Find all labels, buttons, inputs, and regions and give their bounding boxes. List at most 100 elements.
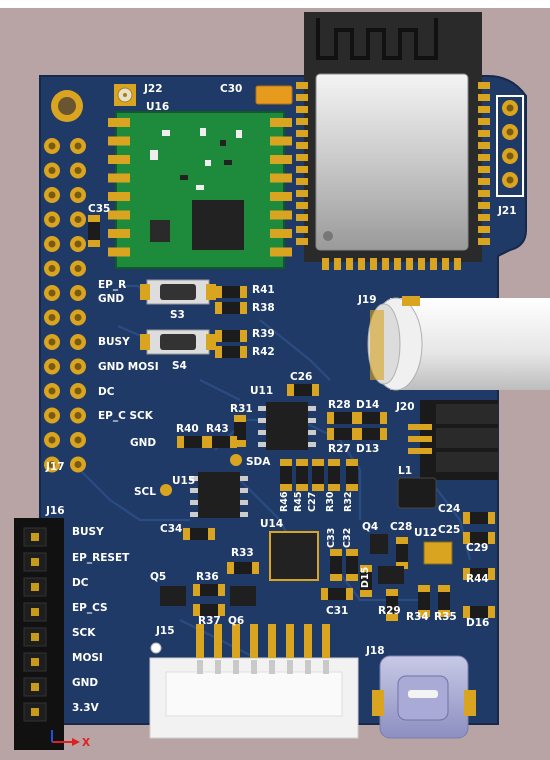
label-d15: D15 bbox=[360, 567, 371, 588]
header-pin-hole bbox=[48, 265, 56, 272]
diode-d15 bbox=[378, 566, 404, 584]
header-pin-hole bbox=[48, 216, 56, 223]
smd-component bbox=[330, 552, 342, 578]
smd-terminal bbox=[183, 528, 190, 540]
smd-component bbox=[330, 412, 356, 424]
smd-component bbox=[312, 462, 324, 488]
smd-terminal bbox=[240, 286, 247, 298]
label-r40: R40 bbox=[176, 423, 199, 435]
header-pin-hole bbox=[74, 216, 82, 223]
module-pad bbox=[270, 173, 292, 183]
header-pin-hole bbox=[48, 461, 56, 468]
fpc-contact bbox=[269, 660, 275, 674]
smd-terminal bbox=[418, 585, 430, 592]
label-c26: C26 bbox=[290, 371, 312, 383]
smd-terminal bbox=[346, 484, 358, 491]
header-pin-hole bbox=[74, 167, 82, 174]
rf-chip bbox=[192, 200, 244, 250]
module-pad bbox=[322, 258, 329, 270]
button-s4 bbox=[140, 329, 216, 355]
header-pin-hole bbox=[506, 104, 514, 112]
smd-terminal bbox=[438, 585, 450, 592]
silkscreen-labels: J22 U16 C30 C35 J21 J17 J16 J19 J20 J15 … bbox=[45, 83, 517, 714]
smd-terminal bbox=[463, 532, 470, 544]
label-r29: R29 bbox=[378, 605, 401, 617]
label-r36: R36 bbox=[196, 571, 219, 583]
module-pad bbox=[296, 142, 308, 149]
label-r42: R42 bbox=[252, 346, 275, 358]
label-q4: Q4 bbox=[362, 521, 378, 533]
header-pin-hole bbox=[74, 191, 82, 199]
smd-terminal bbox=[321, 588, 328, 600]
label-c30: C30 bbox=[220, 83, 242, 95]
smd-terminal bbox=[234, 415, 246, 422]
fpc-pin bbox=[268, 624, 276, 658]
module-pad bbox=[108, 173, 130, 183]
background-top-strip bbox=[0, 0, 550, 8]
smd-component bbox=[290, 384, 316, 396]
module-pad bbox=[108, 136, 130, 146]
header-pin-hole bbox=[74, 314, 82, 321]
smd-terminal bbox=[330, 574, 342, 581]
module-pad bbox=[296, 226, 308, 233]
header-pin-hole bbox=[74, 436, 82, 444]
label-j16: J16 bbox=[45, 505, 65, 517]
smd-terminal bbox=[360, 590, 372, 597]
module-pad bbox=[270, 136, 292, 146]
net-gnd-mosi: GND MOSI bbox=[98, 361, 159, 373]
mounting-hole-drill bbox=[58, 97, 76, 115]
smd-component bbox=[218, 330, 244, 342]
label-r35: R35 bbox=[434, 611, 457, 623]
module-pad bbox=[478, 82, 490, 89]
module-pad bbox=[296, 178, 308, 185]
module-pad bbox=[296, 238, 308, 245]
smd-terminal bbox=[463, 512, 470, 524]
smd-terminal bbox=[230, 436, 237, 448]
smd-component bbox=[280, 462, 292, 488]
fpc-contact bbox=[323, 660, 329, 674]
j16-pin-label: MOSI bbox=[72, 652, 103, 664]
module-pad bbox=[296, 82, 308, 89]
module-pad bbox=[270, 229, 292, 238]
j16-pin-label: EP_CS bbox=[72, 602, 108, 614]
label-c33: C33 bbox=[326, 528, 337, 548]
label-q6: Q6 bbox=[228, 615, 244, 627]
module-pad bbox=[454, 258, 461, 270]
module-pad bbox=[270, 155, 292, 164]
label-q5: Q5 bbox=[150, 571, 166, 583]
smd-terminal bbox=[330, 549, 342, 556]
connector-pin bbox=[31, 658, 39, 666]
rf-module-u16 bbox=[108, 111, 292, 269]
header-pin-hole bbox=[74, 412, 82, 419]
transistor-q5 bbox=[160, 586, 186, 606]
module-pad bbox=[296, 154, 308, 161]
smd-terminal bbox=[234, 440, 246, 447]
header-pin-hole bbox=[74, 387, 82, 395]
smd-terminal bbox=[346, 574, 358, 581]
module-pad bbox=[334, 258, 341, 270]
smd-terminal bbox=[240, 330, 247, 342]
label-j20: J20 bbox=[395, 401, 415, 413]
smd-terminal bbox=[346, 549, 358, 556]
module-pad bbox=[478, 142, 490, 149]
usb-c-j18 bbox=[372, 655, 476, 739]
smd-component bbox=[386, 592, 398, 618]
module-pad bbox=[394, 258, 401, 270]
smd-terminal bbox=[215, 346, 222, 358]
connector-j20 bbox=[408, 400, 498, 480]
label-r34: R34 bbox=[406, 611, 429, 623]
barrel-jack-j19 bbox=[367, 296, 550, 391]
smd-terminal bbox=[312, 384, 319, 396]
label-c25: C25 bbox=[438, 524, 460, 536]
smd-terminal bbox=[346, 459, 358, 466]
transistor-q4 bbox=[370, 534, 388, 554]
smd-component bbox=[466, 568, 492, 580]
module-pad bbox=[270, 118, 292, 127]
connector-pin bbox=[31, 633, 39, 641]
smd-terminal bbox=[240, 302, 247, 314]
label-r32: R32 bbox=[343, 491, 354, 512]
module-pad bbox=[478, 178, 490, 185]
header-pin-hole bbox=[48, 240, 56, 248]
smd-component bbox=[218, 346, 244, 358]
